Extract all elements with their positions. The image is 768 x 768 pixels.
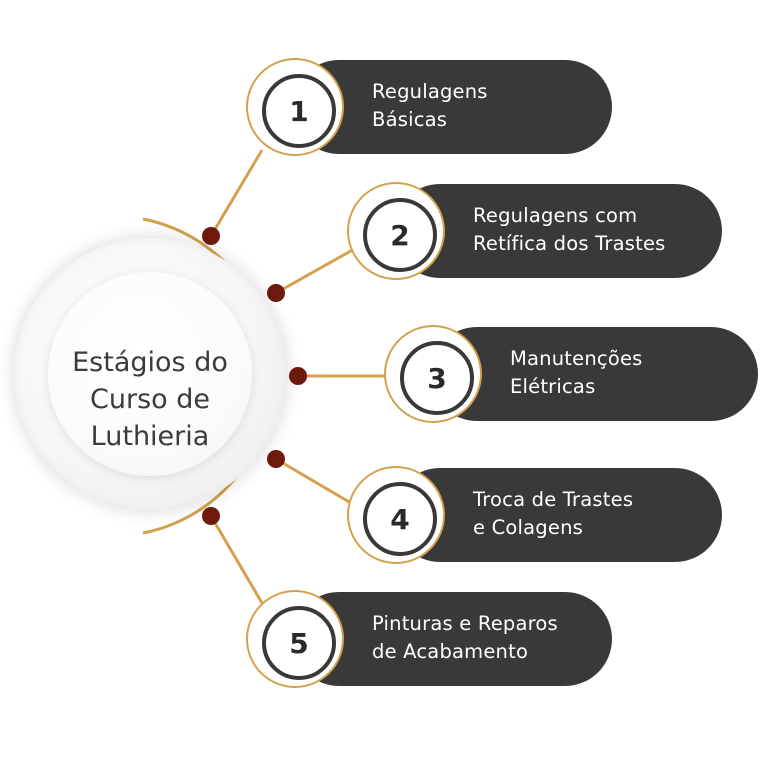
stage-number: 3 xyxy=(400,341,474,415)
connector-line-4 xyxy=(275,457,357,508)
stage-number: 2 xyxy=(363,198,437,272)
stage-3: 3 Manutenções Elétricas xyxy=(384,325,758,423)
connector-line-5 xyxy=(209,515,264,604)
central-hub-circle: Estágios do Curso de Luthieria xyxy=(14,238,286,510)
stage-label: Regulagens com Retífica dos Trastes xyxy=(473,204,666,255)
stage-label: Manutenções Elétricas xyxy=(510,347,643,398)
stage-2: 2 Regulagens com Retífica dos Trastes xyxy=(347,182,722,280)
connector-dot-1 xyxy=(202,227,220,245)
stage-pill xyxy=(393,468,722,562)
stage-label: Troca de Trastes e Colagens xyxy=(473,488,634,539)
connector-dot-2 xyxy=(267,284,285,302)
stage-number: 4 xyxy=(363,482,437,556)
connector-dot-4 xyxy=(267,450,285,468)
central-hub-inner xyxy=(48,272,252,476)
connector-dot-5 xyxy=(202,507,220,525)
stage-label: Regulagens Básicas xyxy=(372,80,488,131)
stage-pill xyxy=(292,592,612,686)
stage-number: 1 xyxy=(262,74,336,148)
stage-pill xyxy=(292,60,612,154)
stage-pill xyxy=(430,327,758,421)
stage-4: 4 Troca de Trastes e Colagens xyxy=(347,466,722,564)
connector-dot-3 xyxy=(289,367,307,385)
connector-line-2 xyxy=(275,246,357,295)
diagram-title: Estágios do Curso de Luthieria xyxy=(72,347,228,452)
stage-number: 5 xyxy=(262,606,336,680)
stage-label: Pinturas e Reparos de Acabamento xyxy=(372,612,558,663)
stage-1: 1 Regulagens Básicas xyxy=(246,58,612,156)
stage-pill xyxy=(393,184,722,278)
stage-5: 5 Pinturas e Reparos de Acabamento xyxy=(246,590,612,688)
connector-line-1 xyxy=(209,149,264,237)
